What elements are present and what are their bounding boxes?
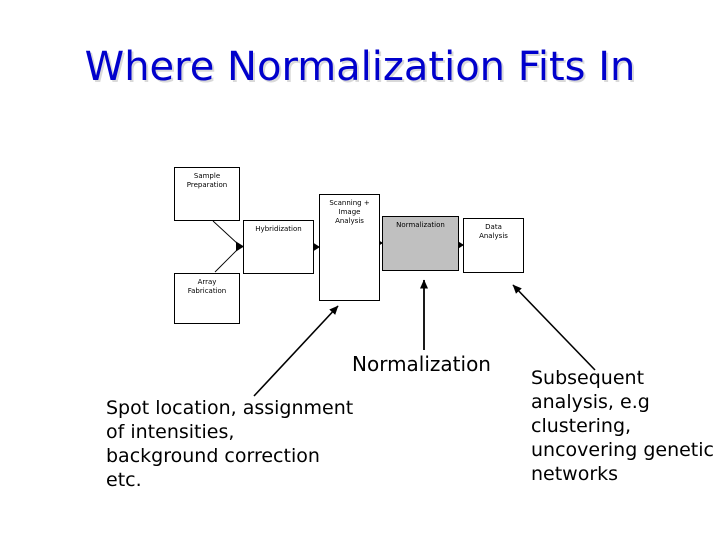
arrow-array-to-hybridization: [214, 247, 240, 273]
flowchart-box-sample-preparation[interactable]: Sample Preparation: [174, 167, 240, 221]
flowchart-box-normalization[interactable]: Normalization: [382, 216, 459, 271]
flowchart-box-scanning-image-analysis[interactable]: Scanning + Image Analysis: [319, 194, 380, 301]
callout-arrow-to-scanning: [253, 305, 339, 397]
page-title: Where Normalization Fits In: [84, 44, 636, 90]
annotation-left-caption: Spot location, assignment of intensities…: [106, 397, 354, 491]
annotation-normalization-label: Normalization: [352, 352, 491, 376]
callout-arrow-to-data-analysis: [512, 284, 596, 371]
annotation-right-caption: Subsequent analysis, e.g clustering, unc…: [531, 367, 714, 485]
flowchart-box-data-analysis[interactable]: Data Analysis: [463, 218, 524, 273]
flowchart-box-hybridization[interactable]: Hybridization: [243, 220, 314, 274]
flowchart-box-array-fabrication[interactable]: Array Fabrication: [174, 273, 240, 324]
arrow-sample-to-hybridization: [212, 220, 240, 246]
